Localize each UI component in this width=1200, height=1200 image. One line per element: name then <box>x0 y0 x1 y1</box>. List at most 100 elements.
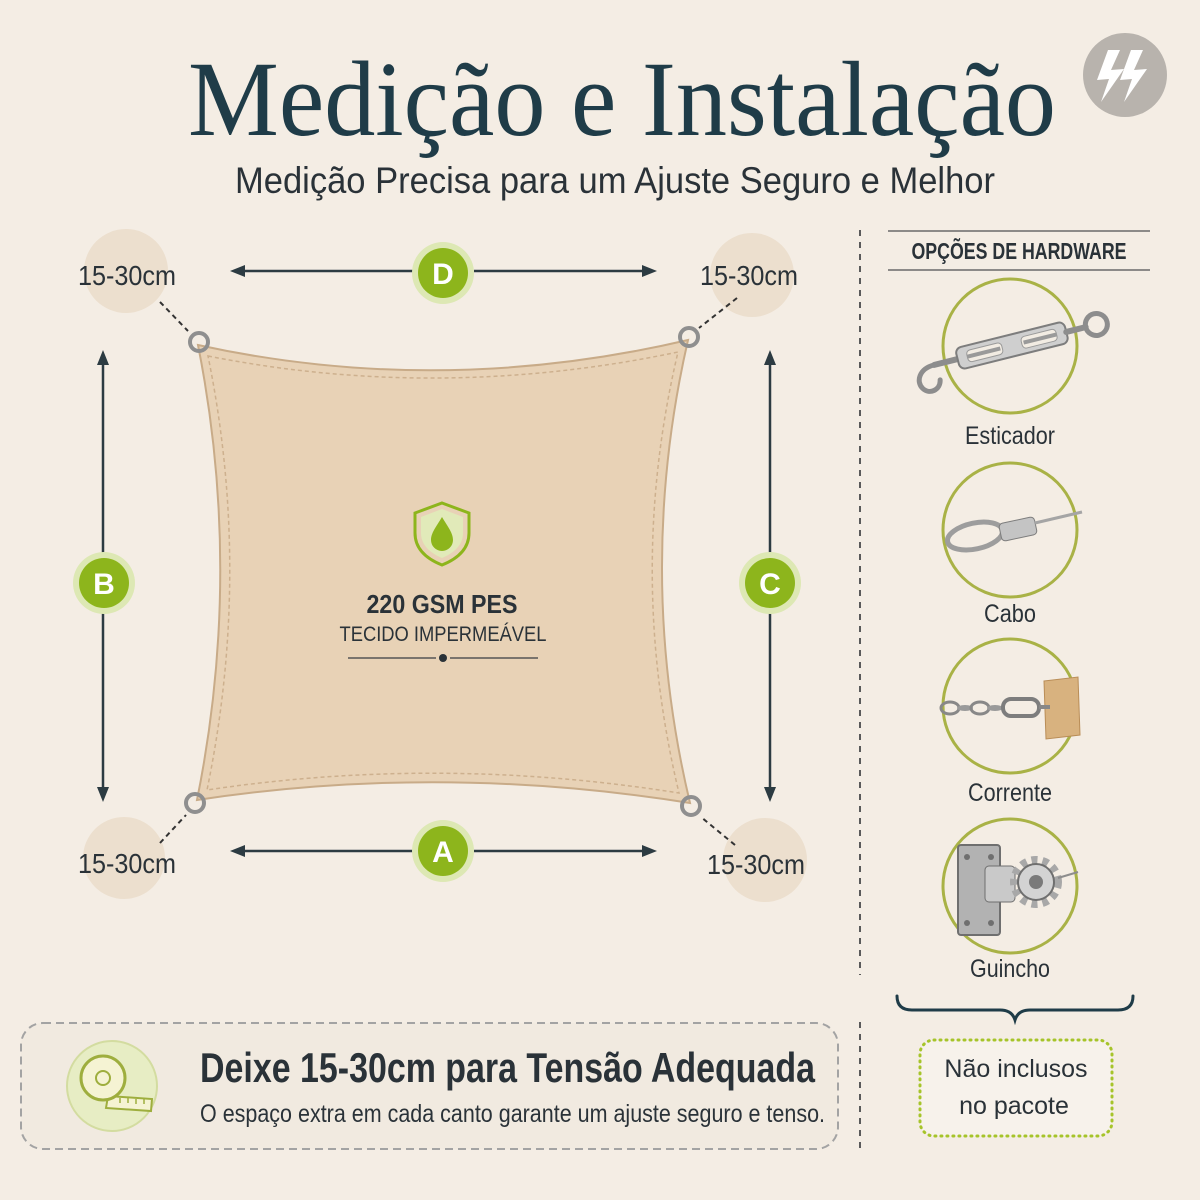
tape-strip <box>104 1094 154 1113</box>
note-line-1: Não inclusos <box>944 1055 1087 1083</box>
side-badge <box>745 558 795 608</box>
hardware-frame <box>941 277 1079 415</box>
chain-link <box>987 705 1003 711</box>
fabric-type: TECIDO IMPERMEÁVEL <box>340 623 547 646</box>
hardware-label: Guincho <box>970 955 1050 983</box>
arrowhead-down <box>764 787 776 802</box>
logo-bolt-left <box>1097 50 1124 102</box>
hardware-frame <box>941 461 1079 599</box>
lightning-bolt-logo-icon <box>1083 33 1167 117</box>
water-drop <box>431 517 453 551</box>
turnbuckle-thread <box>1023 332 1058 345</box>
corner-ring-bottom-right <box>680 795 702 817</box>
connector-top-right <box>698 297 738 329</box>
tension-tip: Deixe 15-30cm para Tensão Adequada O esp… <box>20 1022 839 1150</box>
fabric-weight: 220 GSM PES <box>367 589 518 619</box>
corner-zone-bottom-right <box>723 818 807 902</box>
corner-zone-top-left <box>84 229 168 313</box>
wire-cable-icon <box>944 510 1083 553</box>
tip-text: O espaço extra em cada canto garante um … <box>200 1100 825 1128</box>
sail-stitching <box>206 351 680 794</box>
connector-bottom-left <box>159 814 187 844</box>
plate-hole <box>964 920 970 926</box>
cable-wire <box>1034 510 1083 525</box>
side-label-right: C <box>759 568 781 601</box>
corner-gap-label-bottom-right: 15-30cm <box>707 849 805 880</box>
hardware-label: Cabo <box>984 600 1036 628</box>
corner-gap-label-top-left: 15-30cm <box>78 260 176 291</box>
gear-teeth <box>1010 856 1062 908</box>
corner-ring-bottom-left <box>184 792 206 814</box>
corner-ring-top-left <box>188 331 210 353</box>
arrowhead-up <box>97 350 109 365</box>
corner-rings <box>184 326 702 817</box>
arrowhead-left <box>230 845 245 857</box>
corner-zone-top-right <box>710 233 794 317</box>
corner-connectors <box>159 297 738 846</box>
page-subtitle: Medição Precisa para um Ajuste Seguro e … <box>235 160 995 201</box>
measuring-tape-icon <box>66 1040 158 1132</box>
corner-gap-label-top-right: 15-30cm <box>700 260 798 291</box>
turnbuckle-thread <box>966 346 1001 359</box>
corner-zone-bottom-left <box>83 817 165 899</box>
connector-bottom-right <box>700 816 736 846</box>
turnbuckle-rod-left <box>931 355 963 368</box>
arrowhead-up <box>764 350 776 365</box>
tip-heading: Deixe 15-30cm para Tensão Adequada <box>200 1044 816 1091</box>
shade-sail <box>195 338 692 805</box>
note-line-2: no pacote <box>959 1092 1069 1120</box>
chain-link <box>957 705 973 711</box>
hardware-item-cabo: Cabo <box>941 461 1083 628</box>
hardware-label: Esticador <box>965 422 1055 450</box>
tape-coil <box>79 1054 127 1102</box>
side-label-left: B <box>93 568 115 601</box>
side-badge <box>418 248 468 298</box>
winch-icon <box>957 844 1079 936</box>
corner-ring-top-right <box>678 326 700 348</box>
connector-top-left <box>159 301 189 332</box>
plate-hole <box>988 920 994 926</box>
dimension-top: D <box>230 242 657 304</box>
winch-cable <box>1057 871 1079 879</box>
side-badge <box>79 558 129 608</box>
turnbuckle-rod-right <box>1063 324 1089 335</box>
grouping-brace <box>895 994 1135 1026</box>
turnbuckle-icon <box>916 310 1110 394</box>
hardware-item-esticador: Esticador <box>916 277 1110 450</box>
plate-hole <box>988 854 994 860</box>
arrowhead-down <box>97 787 109 802</box>
corner-gap-label-bottom-left: 15-30cm <box>78 848 176 879</box>
dimension-right: C <box>739 350 801 802</box>
page-title: Medição e Instalação <box>188 41 1056 159</box>
divider-dot <box>439 654 447 662</box>
arrowhead-right <box>642 265 657 277</box>
hardware-frame <box>941 817 1079 955</box>
arrowhead-right <box>642 845 657 857</box>
logo-bolt-right <box>1120 50 1147 102</box>
wood-post <box>1043 676 1081 740</box>
turnbuckle-hook <box>916 362 943 394</box>
hardware-heading: OPÇÕES DE HARDWARE <box>912 237 1127 264</box>
side-label-top: D <box>432 258 454 291</box>
side-badge <box>418 826 468 876</box>
shield-outline <box>413 501 471 567</box>
tape-hub <box>95 1070 111 1086</box>
arrowhead-left <box>230 265 245 277</box>
note-box <box>918 1038 1114 1138</box>
dimension-left: B <box>73 350 135 802</box>
hardware-item-guincho: Guincho <box>941 817 1079 983</box>
dimension-bottom: A <box>230 820 657 882</box>
gear-hub <box>1029 875 1043 889</box>
cable-ferrule <box>998 516 1038 542</box>
hardware-item-corrente: Corrente <box>939 637 1081 807</box>
tip-box <box>20 1022 839 1150</box>
side-label-bottom: A <box>432 836 454 869</box>
corner-gap-zones <box>83 229 807 902</box>
plate-hole <box>964 854 970 860</box>
turnbuckle-eye <box>1082 310 1110 338</box>
water-drop-shield-icon <box>413 501 471 567</box>
fabric-divider <box>348 654 538 662</box>
hardware-label: Corrente <box>968 779 1052 807</box>
not-included-note: Não inclusos no pacote <box>918 1038 1114 1138</box>
